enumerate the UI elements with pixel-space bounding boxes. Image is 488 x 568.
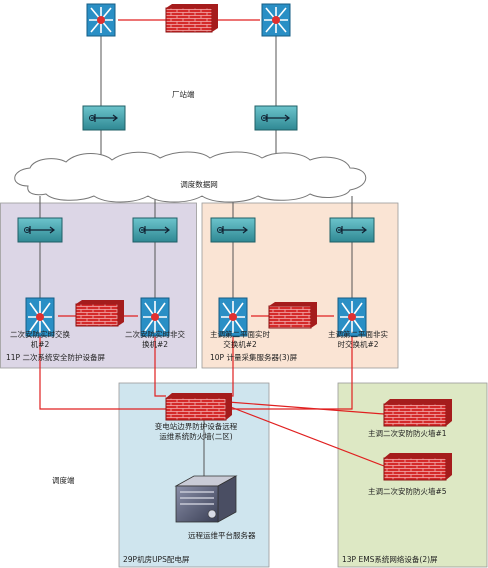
firewall-29p-icon xyxy=(165,393,232,421)
dispatch-side-label: 调度端 xyxy=(52,476,75,485)
router-top-left-icon xyxy=(82,105,126,131)
panel-11p-caption: 11P 二次系统安全防护设备屏 xyxy=(6,353,105,362)
firewall-13p-a-icon xyxy=(383,399,452,427)
server-label: 远程运维平台服务器 xyxy=(188,531,256,540)
switch-10p-a-icon xyxy=(218,297,248,337)
dispatch-network-label: 调度数据网 xyxy=(180,180,218,189)
firewall-11p-icon xyxy=(75,300,124,327)
factory-side-label: 厂站端 xyxy=(172,90,195,99)
switch-top-right-icon xyxy=(261,3,291,37)
panel-29p-caption: 29P机房UPS配电屏 xyxy=(123,555,190,564)
switch-11p-b-icon xyxy=(140,297,170,337)
dispatch-network-cloud xyxy=(14,151,367,203)
red-links xyxy=(39,19,385,467)
panel-10p-caption: 10P 计量采集服务器(3)屏 xyxy=(210,353,298,362)
panel-13p-caption: 13P EMS系统网络设备(2)屏 xyxy=(342,555,438,564)
router-11p-a-icon xyxy=(17,217,63,243)
server-icon xyxy=(174,475,238,523)
switch-10p-b-icon xyxy=(337,297,367,337)
switch-11p-b-label: 二次安防实时非交换机#2 xyxy=(125,330,185,349)
firewall-13p-b-icon xyxy=(383,453,452,481)
switch-10p-a-label: 主调第二平面实时交换机#2 xyxy=(210,330,270,349)
switch-11p-a-icon xyxy=(25,297,55,337)
firewall-10p-icon xyxy=(268,302,317,329)
router-11p-b-icon xyxy=(132,217,178,243)
router-top-right-icon xyxy=(254,105,298,131)
firewall-13p-a-label: 主调二次安防防火墙#1 xyxy=(368,429,447,438)
router-10p-b-icon xyxy=(329,217,375,243)
switch-10p-b-label: 主调第二平面非实时交换机#2 xyxy=(328,330,388,349)
switch-top-left-icon xyxy=(86,3,116,37)
gray-links xyxy=(39,36,353,478)
firewall-29p-label: 变电站边界防护设备远程运维系统防火墙(二区) xyxy=(154,422,238,441)
switch-11p-a-label: 二次安防实时交换机#2 xyxy=(10,330,70,349)
firewall-top-icon xyxy=(165,4,218,33)
router-10p-a-icon xyxy=(210,217,256,243)
firewall-13p-b-label: 主调二次安防防火墙#5 xyxy=(368,487,447,496)
